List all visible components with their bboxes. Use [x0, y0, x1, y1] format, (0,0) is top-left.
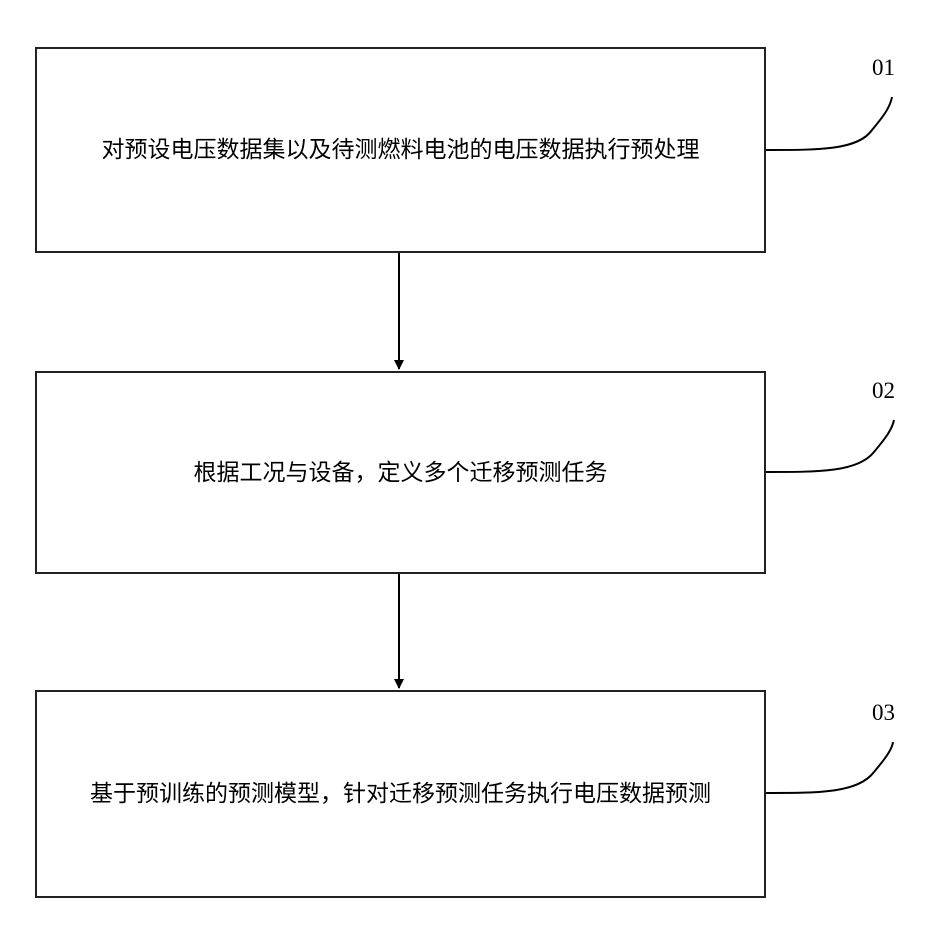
leader-line-02: [766, 420, 894, 472]
leader-line-01: [766, 97, 892, 150]
leader-line-03: [766, 742, 893, 793]
step-box-01: 对预设电压数据集以及待测燃料电池的电压数据执行预处理: [35, 47, 766, 253]
step-tag-01: 01: [872, 55, 895, 81]
step-box-02: 根据工况与设备，定义多个迁移预测任务: [35, 371, 766, 574]
step-box-03: 基于预训练的预测模型，针对迁移预测任务执行电压数据预测: [35, 690, 766, 898]
step-text-01: 对预设电压数据集以及待测燃料电池的电压数据执行预处理: [56, 132, 746, 168]
step-tag-03: 03: [872, 700, 895, 726]
step-text-02: 根据工况与设备，定义多个迁移预测任务: [56, 455, 746, 491]
step-tag-02: 02: [872, 378, 895, 404]
step-text-03: 基于预训练的预测模型，针对迁移预测任务执行电压数据预测: [56, 776, 746, 812]
